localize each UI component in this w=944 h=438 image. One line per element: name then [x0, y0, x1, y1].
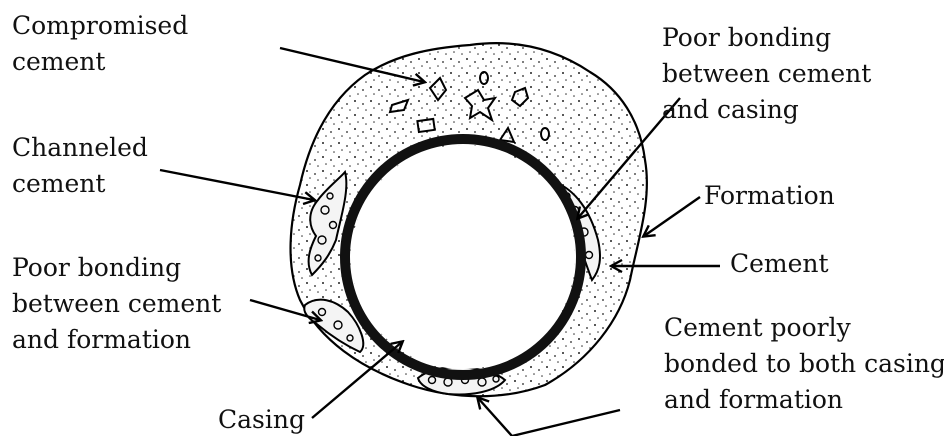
- label-line: and formation: [12, 322, 221, 358]
- label-line: between cement: [662, 56, 871, 92]
- label-line: Formation: [704, 178, 835, 214]
- label-compromised-cement: Compromised cement: [12, 8, 188, 80]
- label-poor-bonding-cement-formation: Poor bonding between cement and formatio…: [12, 250, 221, 358]
- label-line: between cement: [12, 286, 221, 322]
- label-line: Poor bonding: [662, 20, 871, 56]
- label-line: Compromised: [12, 8, 188, 44]
- label-casing: Casing: [218, 402, 305, 438]
- label-line: cement: [12, 44, 188, 80]
- label-line: and casing: [662, 92, 871, 128]
- label-cement: Cement: [730, 246, 829, 282]
- label-line: cement: [12, 166, 148, 202]
- label-channeled-cement: Channeled cement: [12, 130, 148, 202]
- label-line: and formation: [664, 382, 944, 418]
- arrow-poorly-bonded-both: [478, 398, 620, 436]
- label-line: bonded to both casing: [664, 346, 944, 382]
- label-formation: Formation: [704, 178, 835, 214]
- arrow-formation: [644, 197, 700, 236]
- label-line: Channeled: [12, 130, 148, 166]
- label-line: Casing: [218, 402, 305, 438]
- label-line: Cement: [730, 246, 829, 282]
- label-line: Poor bonding: [12, 250, 221, 286]
- label-poorly-bonded-both: Cement poorly bonded to both casing and …: [664, 310, 944, 418]
- arrow-channeled: [160, 170, 314, 200]
- label-poor-bonding-cement-casing: Poor bonding between cement and casing: [662, 20, 871, 128]
- label-line: Cement poorly: [664, 310, 944, 346]
- wellbore-interior: [351, 145, 575, 369]
